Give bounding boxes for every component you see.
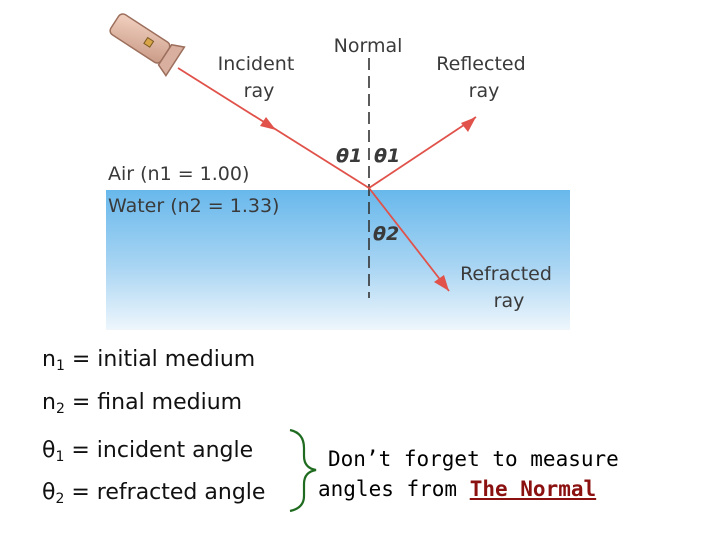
reflected-ray-label: Reflected ray [436,53,531,102]
air-label: Air (n1 = 1.00) [108,163,249,185]
theta2-label: θ2 [373,223,399,245]
theta1-reflected-label: θ1 [374,145,400,167]
reminder-line2-prefix: angles from [318,477,470,501]
flashlight-icon [109,13,186,77]
definition-theta1: θ1 = incident angle [42,438,254,465]
refracted-ray [368,187,450,292]
definition-n1: n1 = initial medium [42,347,256,374]
incident-ray-label: Incident ray [218,53,301,102]
water-label: Water (n2 = 1.33) [108,195,279,217]
normal-reminder: Don’t forget to measure angles from The … [318,444,648,504]
refracted-ray-label: Refracted ray [460,263,558,312]
definition-theta2: θ2 = refracted angle [42,480,266,507]
reminder-line1: Don’t forget to measure [328,447,619,471]
normal-label: Normal [334,35,403,57]
theta1-incident-label: θ1 [336,145,362,167]
definition-n2: n2 = final medium [42,390,243,417]
reflected-ray [368,116,477,189]
grouping-bracket [289,428,317,513]
water-region [106,190,570,330]
incident-ray [177,67,370,189]
reminder-emphasis: The Normal [469,477,597,501]
